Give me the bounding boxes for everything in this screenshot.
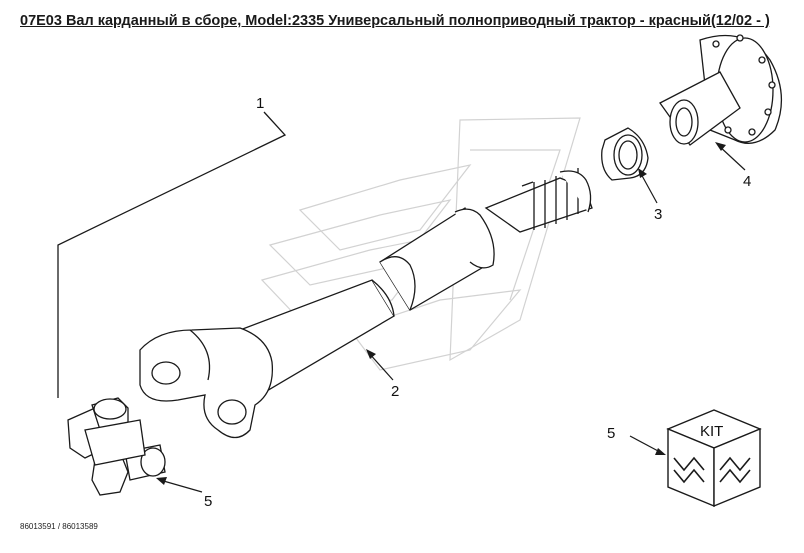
drive-shaft bbox=[239, 168, 593, 393]
yoke bbox=[139, 327, 274, 439]
footer-part-code: 86013591 / 86013589 bbox=[20, 522, 98, 531]
page-title: 07E03 Вал карданный в сборе, Model:2335 … bbox=[20, 13, 770, 29]
universal-joint-cross bbox=[67, 397, 166, 496]
leader-arrowheads bbox=[156, 142, 726, 485]
callout-3[interactable]: 3 bbox=[654, 206, 662, 223]
callout-5-cross[interactable]: 5 bbox=[204, 493, 212, 510]
callout-2[interactable]: 2 bbox=[391, 383, 399, 400]
flange-sleeve bbox=[659, 34, 783, 146]
leader-lines bbox=[159, 144, 746, 493]
callout-1-leader bbox=[57, 111, 287, 398]
kit-logo-marks bbox=[673, 456, 751, 484]
callout-4[interactable]: 4 bbox=[743, 173, 751, 190]
kit-label: KIT bbox=[700, 423, 723, 440]
callout-1[interactable]: 1 bbox=[256, 95, 264, 112]
callout-5-kit[interactable]: 5 bbox=[607, 425, 615, 442]
